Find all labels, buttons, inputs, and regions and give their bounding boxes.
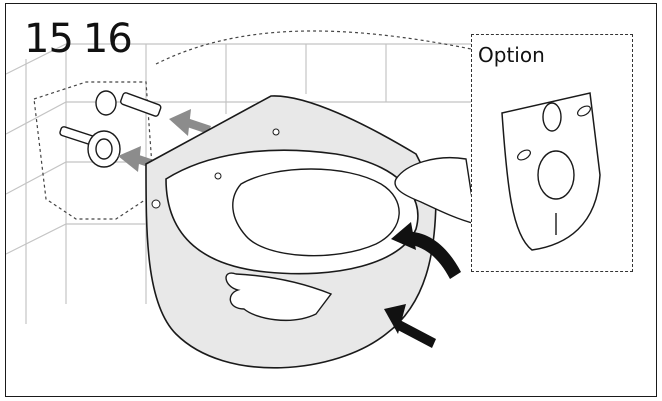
installation-frame-outline — [33, 81, 155, 220]
insulation-mat-icon — [501, 92, 601, 251]
wall-hung-toilet-icon — [145, 95, 437, 369]
option-connector-line — [155, 30, 472, 65]
illustration — [6, 30, 477, 369]
step-number: 16 — [82, 16, 133, 62]
hand-icon — [225, 157, 477, 321]
mounting-bolt-icon — [59, 90, 162, 168]
step-number: 15 — [24, 16, 74, 62]
option-label: Option — [478, 43, 545, 67]
push-arrow-black-icon — [384, 222, 461, 348]
option-panel: Option — [471, 34, 633, 272]
